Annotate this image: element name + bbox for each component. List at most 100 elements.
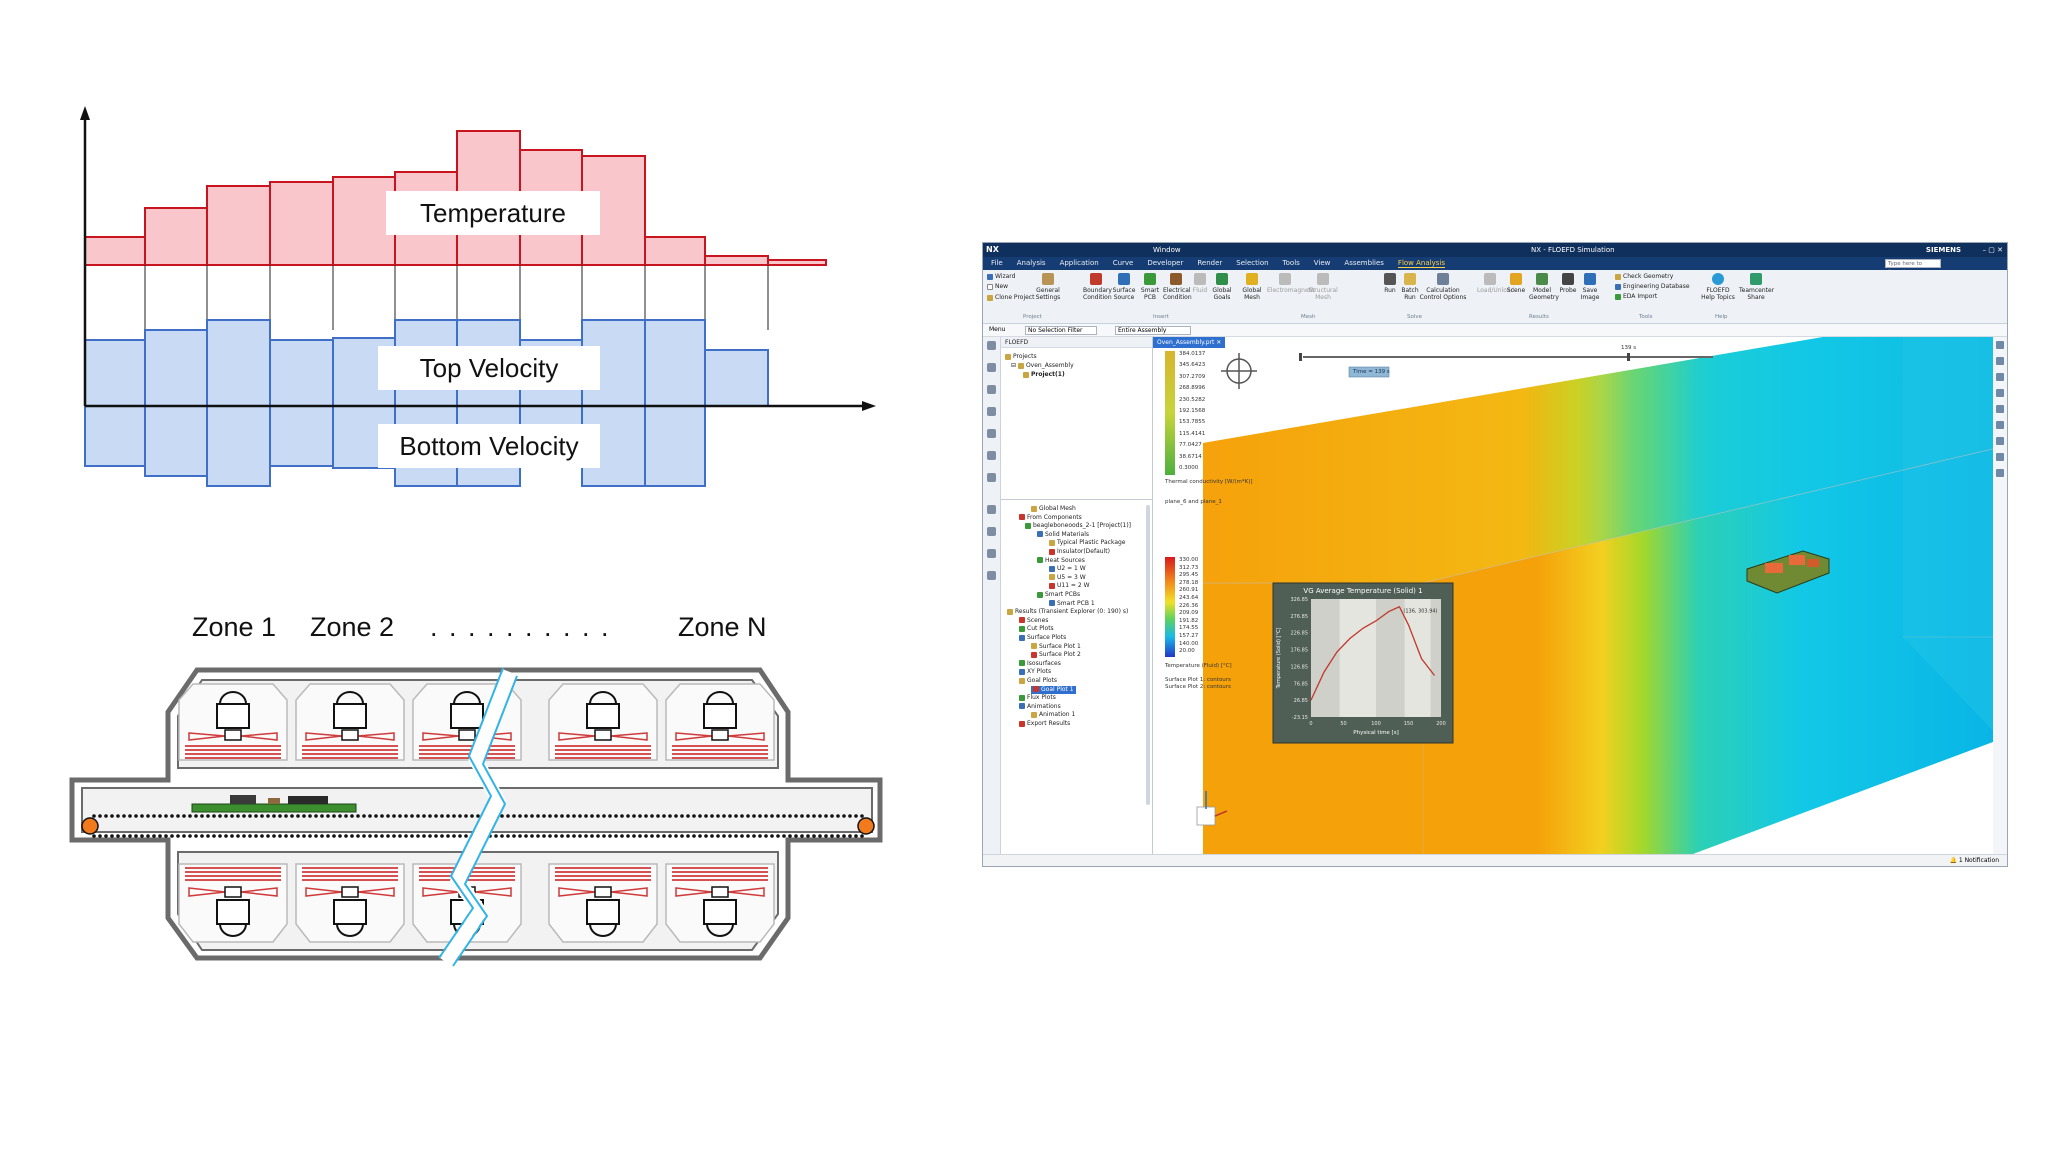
- resource-icon-8[interactable]: [987, 505, 996, 514]
- tree-item[interactable]: Smart PCBs: [1037, 591, 1080, 599]
- tree-item[interactable]: Solid Materials: [1037, 531, 1089, 539]
- right-tool-icon-2[interactable]: [1996, 357, 2004, 365]
- tree-item[interactable]: U2 = 1 W: [1049, 565, 1086, 573]
- search-input[interactable]: Type here to Search: [1885, 259, 1941, 275]
- tree-item[interactable]: Animation 1: [1031, 711, 1075, 719]
- resource-icon-1[interactable]: [987, 341, 996, 350]
- electromagnetic-button[interactable]: Electromagnetic: [1267, 273, 1316, 294]
- menu-item-flow-analysis[interactable]: Flow Analysis: [1397, 259, 1445, 268]
- right-tool-icon-7[interactable]: [1996, 437, 2004, 445]
- tree-item[interactable]: Results (Transient Explorer (0: 190) s): [1007, 608, 1128, 616]
- right-tool-icon-9[interactable]: [1996, 469, 2004, 477]
- notification-bell-icon[interactable]: 🔔: [1949, 857, 1957, 864]
- right-tool-icon-3[interactable]: [1996, 373, 2004, 381]
- goal-plot-inset[interactable]: VG Average Temperature (Solid) 1326.8527…: [1272, 582, 1454, 744]
- probe-button[interactable]: Probe: [1555, 273, 1581, 294]
- scene-button[interactable]: Scene: [1503, 273, 1529, 294]
- batch-run-button[interactable]: Batch Run: [1397, 273, 1423, 301]
- tree-item[interactable]: Goal Plot 1: [1031, 685, 1076, 694]
- floefd-help-button[interactable]: FLOEFD Help Topics: [1701, 273, 1735, 301]
- tree-item[interactable]: Surface Plot 2: [1031, 651, 1081, 659]
- tree-item[interactable]: Flux Plots: [1019, 694, 1056, 702]
- eda-import-button[interactable]: EDA Import: [1615, 293, 1657, 301]
- tree-item[interactable]: From Components: [1019, 514, 1082, 522]
- tree-item[interactable]: U11 = 2 W: [1049, 582, 1090, 590]
- global-mesh-button[interactable]: Global Mesh: [1239, 273, 1265, 301]
- electrical-condition-button[interactable]: Electrical Condition: [1163, 273, 1192, 301]
- menu-item-application[interactable]: Application: [1059, 259, 1099, 267]
- selection-filter-dropdown[interactable]: No Selection Filter: [1025, 326, 1097, 335]
- tree-item-oven-assembly[interactable]: ⊟ Oven_Assembly: [1011, 362, 1074, 369]
- tree-item[interactable]: beagleboneoods_2-1 [Project(1)]: [1025, 522, 1131, 530]
- tree-item[interactable]: Scenes: [1019, 617, 1048, 625]
- teamcenter-button[interactable]: Teamcenter Share: [1739, 273, 1774, 301]
- navigator-divider[interactable]: [1001, 499, 1153, 500]
- surface-source-button[interactable]: Surface Source: [1111, 273, 1137, 301]
- tree-item[interactable]: Typical Plastic Package: [1049, 539, 1126, 547]
- tree-item[interactable]: Surface Plots: [1019, 634, 1066, 642]
- right-tool-icon-4[interactable]: [1996, 389, 2004, 397]
- right-tool-icon-6[interactable]: [1996, 421, 2004, 429]
- resource-icon-6[interactable]: [987, 451, 996, 460]
- tree-item[interactable]: Export Results: [1019, 720, 1070, 728]
- menu-item-selection[interactable]: Selection: [1236, 259, 1269, 267]
- tree-item[interactable]: Heat Sources: [1037, 557, 1085, 565]
- resource-icon-4[interactable]: [987, 407, 996, 416]
- boundary-condition-button[interactable]: Boundary Condition: [1083, 273, 1112, 301]
- resource-icon-10[interactable]: [987, 549, 996, 558]
- tree-scrollbar[interactable]: [1146, 505, 1150, 805]
- right-tool-icon-8[interactable]: [1996, 453, 2004, 461]
- right-tool-icon-5[interactable]: [1996, 405, 2004, 413]
- menu-item-file[interactable]: File: [991, 259, 1003, 267]
- tree-item[interactable]: Animations: [1019, 703, 1061, 711]
- menu-item-curve[interactable]: Curve: [1112, 259, 1134, 267]
- tree-item[interactable]: Global Mesh: [1031, 505, 1076, 513]
- resource-icon-5[interactable]: [987, 429, 996, 438]
- global-goals-button[interactable]: Global Goals: [1209, 273, 1235, 301]
- menu-item-analysis[interactable]: Analysis: [1016, 259, 1046, 267]
- load-unload-button[interactable]: Load/Unload: [1477, 273, 1514, 294]
- resource-icon-7[interactable]: [987, 473, 996, 482]
- notification-count[interactable]: 1 Notification: [1958, 857, 1999, 864]
- window-menu[interactable]: Window: [1153, 246, 1181, 254]
- resource-icon-2[interactable]: [987, 363, 996, 372]
- fluid-button[interactable]: Fluid: [1187, 273, 1213, 294]
- scope-dropdown[interactable]: Entire Assembly: [1115, 326, 1191, 335]
- model-geometry-button[interactable]: Model Geometry: [1529, 273, 1559, 301]
- general-settings-button[interactable]: General Settings: [1035, 273, 1061, 301]
- menu-item-view[interactable]: View: [1313, 259, 1331, 267]
- tree-item[interactable]: Isosurfaces: [1019, 660, 1061, 668]
- tab-oven-assembly[interactable]: Oven_Assembly.prt ✕: [1153, 337, 1226, 348]
- tree-item[interactable]: Smart PCB 1: [1049, 600, 1095, 608]
- resource-icon-9[interactable]: [987, 527, 996, 536]
- tree-item[interactable]: U5 = 3 W: [1049, 574, 1086, 582]
- smart-pcb-button[interactable]: Smart PCB: [1137, 273, 1163, 301]
- menu-item-developer[interactable]: Developer: [1147, 259, 1184, 267]
- right-tool-icon-1[interactable]: [1996, 341, 2004, 349]
- menu-item-render[interactable]: Render: [1197, 259, 1223, 267]
- tree-item[interactable]: Insulator(Default): [1049, 548, 1110, 556]
- menu-dropdown[interactable]: Menu: [989, 326, 1006, 333]
- run-button[interactable]: Run: [1377, 273, 1403, 294]
- menu-item-tools[interactable]: Tools: [1282, 259, 1300, 267]
- calculation-control-button[interactable]: Calculation Control Options: [1419, 273, 1467, 301]
- tree-item-projects[interactable]: Projects: [1005, 353, 1037, 361]
- clone-project-button[interactable]: Clone Project: [987, 294, 1034, 302]
- tree-item[interactable]: XY Plots: [1019, 668, 1051, 676]
- structural-mesh-button[interactable]: Structural Mesh: [1305, 273, 1341, 301]
- new-button[interactable]: New: [987, 283, 1008, 291]
- wizard-button[interactable]: Wizard: [987, 273, 1015, 281]
- save-image-button[interactable]: Save Image: [1577, 273, 1603, 301]
- time-scale-handle[interactable]: [1627, 353, 1630, 361]
- resource-icon-11[interactable]: [987, 571, 996, 580]
- resource-icon-3[interactable]: [987, 385, 996, 394]
- menu-item-assemblies[interactable]: Assemblies: [1344, 259, 1384, 267]
- tree-item[interactable]: Cut Plots: [1019, 625, 1054, 633]
- engineering-database-button[interactable]: Engineering Database: [1615, 283, 1690, 291]
- window-controls[interactable]: – ▢ ✕: [1982, 246, 2003, 254]
- check-geometry-button[interactable]: Check Geometry: [1615, 273, 1673, 281]
- tree-item-project[interactable]: Project(1): [1023, 371, 1065, 379]
- tree-item[interactable]: Surface Plot 1: [1031, 643, 1081, 651]
- tree-item[interactable]: Goal Plots: [1019, 677, 1057, 685]
